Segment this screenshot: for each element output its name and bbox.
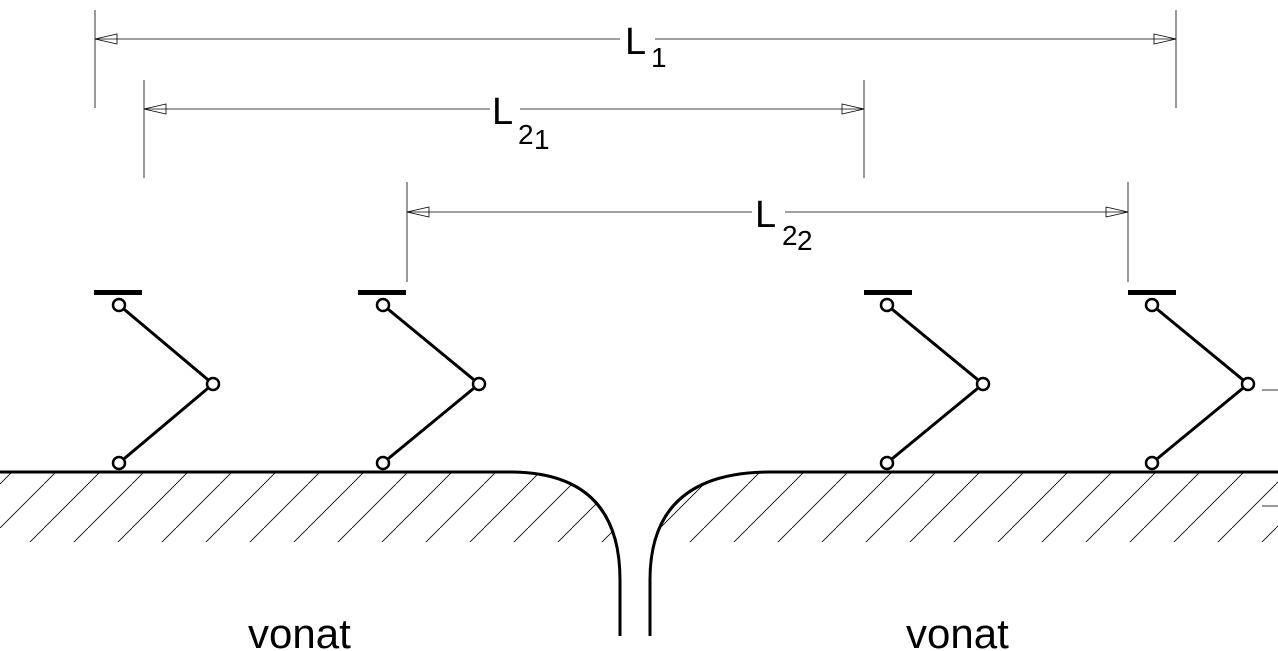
dimension-L22 (406, 182, 1129, 282)
pantograph-2-top-hinge (375, 297, 391, 313)
left-car-body (0, 470, 622, 636)
pantograph-1 (94, 290, 221, 471)
pantograph-4-upper-arm (1151, 303, 1249, 386)
dimension-label-L21: L (492, 91, 513, 133)
pantograph-3-lower-arm (886, 382, 984, 465)
pantograph-2-upper-arm (382, 303, 480, 386)
arrowhead-L22-right (1105, 206, 1129, 218)
pantograph-3-upper-arm (886, 303, 984, 386)
dimension-L21 (143, 80, 865, 178)
arrowhead-L21-right (841, 103, 865, 115)
pantograph-3-base-hinge (879, 455, 895, 471)
right-car-body (648, 470, 1278, 636)
pantograph-2-base-hinge (375, 455, 391, 471)
dimension-label-L22-subsubscript: 2 (797, 225, 813, 256)
pantograph-1-knee-hinge (205, 376, 221, 392)
dimension-label-L21-subsubscript: 1 (534, 124, 550, 155)
dimension-label-L1: L (625, 21, 646, 63)
dimension-L1 (94, 10, 1177, 108)
pantograph-3-top-hinge (879, 297, 895, 313)
dimension-label-L1-subscript: 1 (651, 42, 667, 73)
pantograph-1-upper-arm (118, 303, 214, 386)
dimension-label-L21-subscript: 2 (518, 119, 534, 150)
left-car-hatching (0, 472, 616, 542)
left-car-outline (0, 470, 622, 636)
pantograph-3-knee-hinge (975, 376, 991, 392)
pantograph-1-lower-arm (118, 382, 214, 465)
pantograph-1-top-hinge (111, 297, 127, 313)
pantograph-1-collector-bar (94, 290, 142, 295)
arrowhead-L1-right (1153, 33, 1177, 45)
dimension-label-L22: L (755, 194, 776, 236)
pantograph-1-base-hinge (111, 455, 127, 471)
arrowhead-L22-left (406, 206, 430, 218)
right-car-outline (648, 470, 1278, 636)
arrowhead-L1-left (94, 33, 118, 45)
pantograph-3-collector-bar (864, 290, 912, 295)
arrowhead-L21-left (143, 103, 167, 115)
pantograph-4-collector-bar (1128, 290, 1176, 295)
right-car-hatching (652, 472, 1278, 542)
pantograph-4-top-hinge (1144, 297, 1160, 313)
pantograph-4-knee-hinge (1240, 376, 1256, 392)
pantograph-4-base-hinge (1144, 455, 1160, 471)
pantograph-3 (864, 290, 991, 471)
pantograph-2-knee-hinge (471, 376, 487, 392)
pantograph-2-lower-arm (382, 382, 480, 465)
right-car-label: vonat (906, 610, 1009, 651)
dimension-label-L22-subscript: 2 (782, 220, 798, 251)
pantograph-2-collector-bar (358, 290, 406, 295)
pantograph-4 (1128, 290, 1256, 471)
left-car-label: vonat (248, 610, 351, 651)
pantograph-2 (358, 290, 487, 471)
pantograph-4-lower-arm (1151, 382, 1249, 465)
